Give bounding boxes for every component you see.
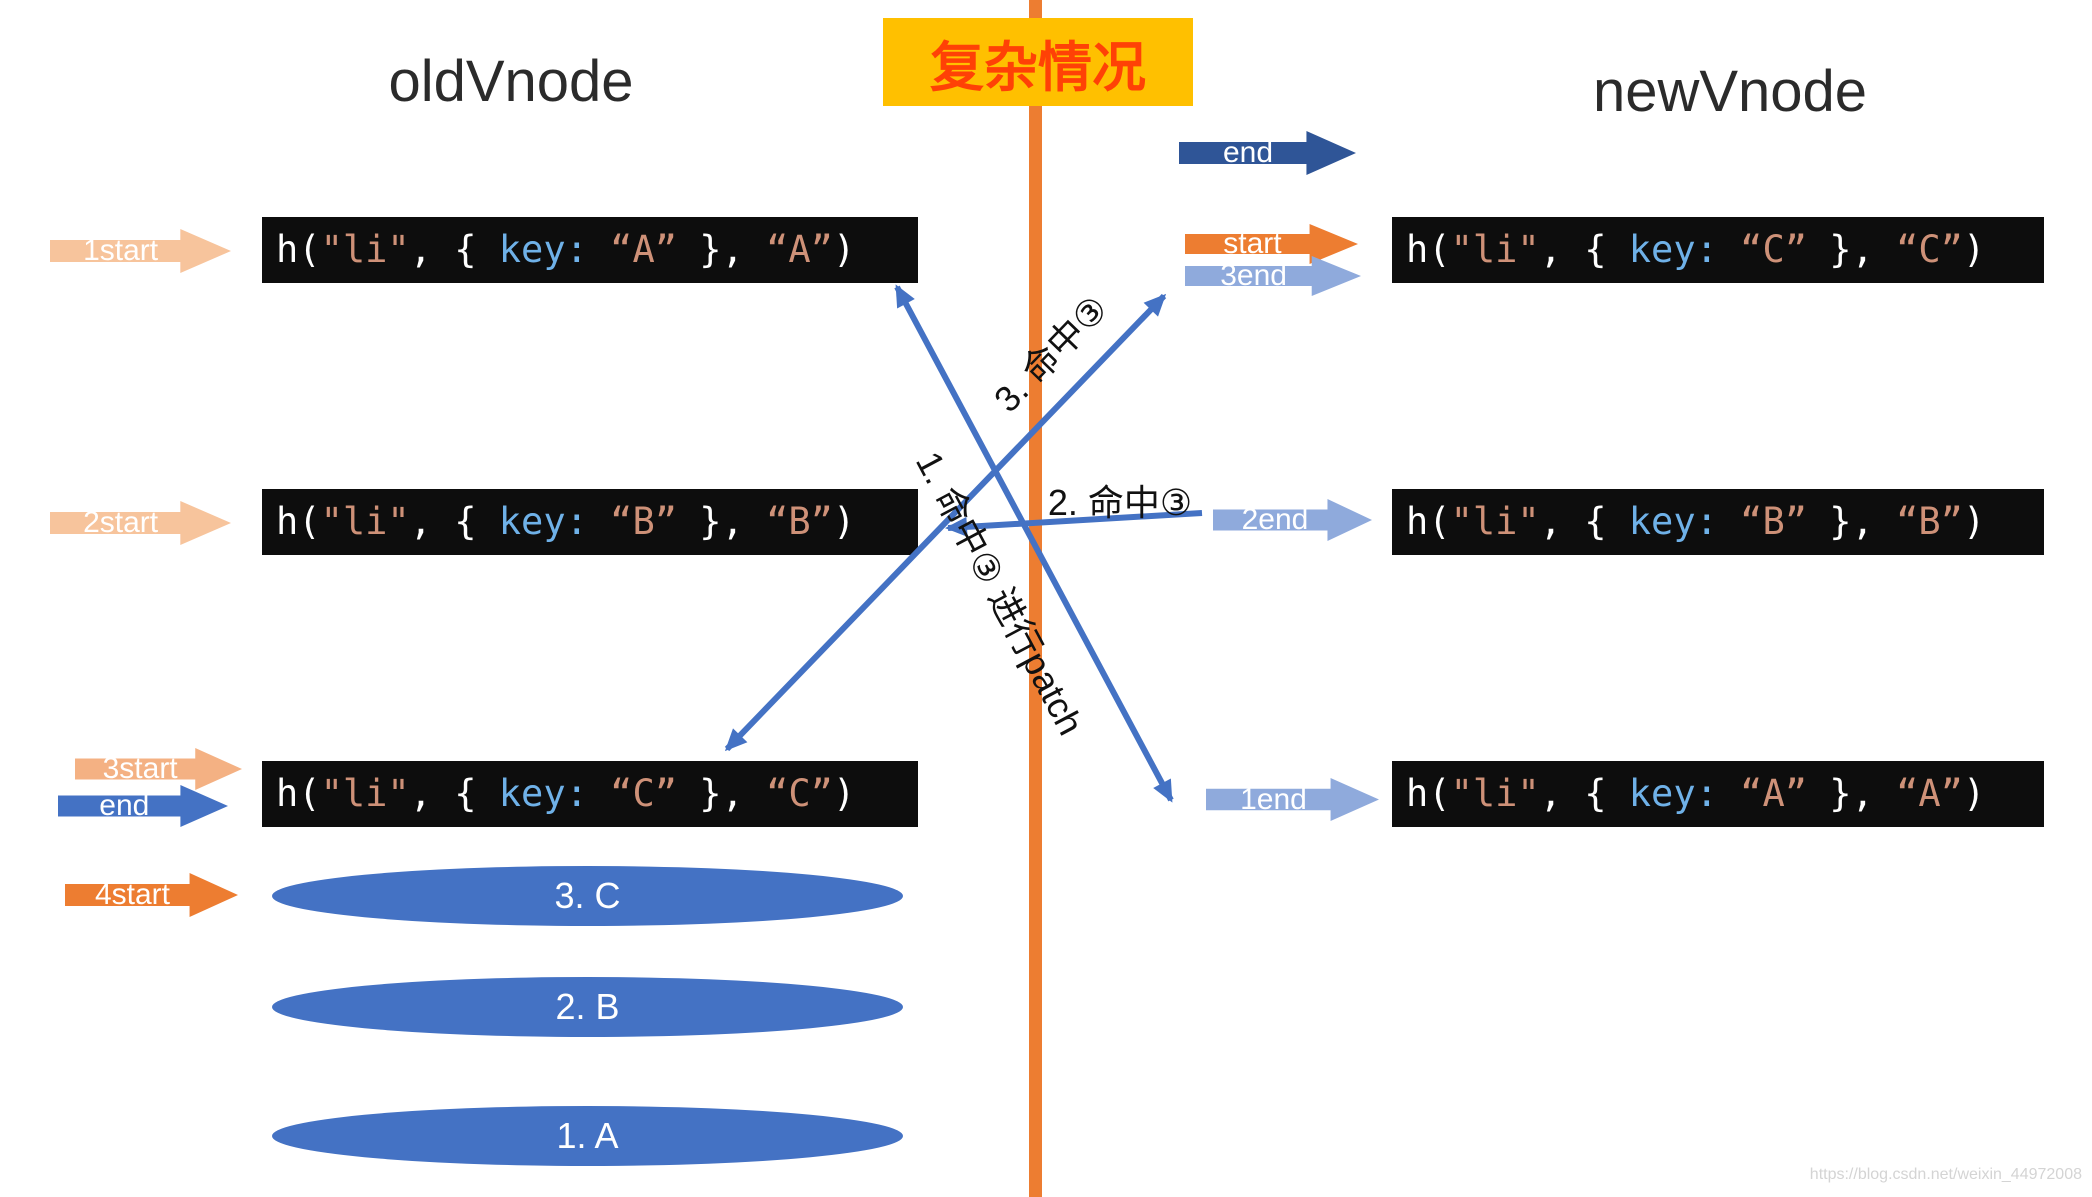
arrow-label: start bbox=[1223, 227, 1282, 260]
code-token: , { bbox=[409, 500, 499, 543]
code-token: h( bbox=[1406, 500, 1451, 543]
result-ellipse-1a: 1. A bbox=[272, 1106, 903, 1166]
code-token-text: “C” bbox=[1896, 228, 1963, 271]
title-old-vnode: oldVnode bbox=[388, 49, 634, 114]
code-block-old-a: h("li", { key: “A” }, “A”) bbox=[262, 217, 918, 283]
code-token-text: “A” bbox=[1896, 772, 1963, 815]
title-new-vnode: newVnode bbox=[1592, 59, 1868, 124]
code-token-keyval: “A” bbox=[1740, 772, 1807, 815]
result-ellipse-2b: 2. B bbox=[272, 977, 903, 1037]
arrow-shape bbox=[1185, 224, 1358, 264]
arrow-shape bbox=[58, 785, 228, 827]
code-token-keyval: “B” bbox=[1740, 500, 1807, 543]
result-label: 1. A bbox=[556, 1115, 619, 1156]
code-token: }, bbox=[1807, 772, 1897, 815]
code-token: h( bbox=[276, 228, 321, 271]
arrow-shape bbox=[1185, 256, 1361, 296]
code-token: }, bbox=[1807, 500, 1897, 543]
code-token: ) bbox=[1962, 228, 1986, 271]
arrow-3end: 3end bbox=[1185, 256, 1361, 296]
banner-complex-case: 复杂情况 bbox=[883, 18, 1193, 106]
code-token-text: “A” bbox=[766, 228, 833, 271]
arrow-3start: 3start bbox=[75, 748, 242, 790]
arrow-label: 4start bbox=[94, 878, 170, 911]
code-block-new-c: h("li", { key: “C” }, “C”) bbox=[1392, 217, 2044, 283]
code-token-tag: "li" bbox=[320, 228, 410, 271]
code-token: ) bbox=[1962, 772, 1986, 815]
code-token: }, bbox=[1807, 228, 1897, 271]
arrow-end-right: end bbox=[1179, 131, 1356, 175]
code-token-tag: "li" bbox=[320, 772, 410, 815]
code-token: h( bbox=[276, 500, 321, 543]
code-token-text: “B” bbox=[1896, 500, 1963, 543]
arrow-label: end bbox=[99, 789, 150, 822]
code-token-tag: "li" bbox=[320, 500, 410, 543]
code-token: , { bbox=[1539, 228, 1629, 271]
arrow-shape bbox=[1179, 131, 1356, 175]
code-token: , { bbox=[1539, 772, 1629, 815]
code-block-old-c: h("li", { key: “C” }, “C”) bbox=[262, 761, 918, 827]
arrow-label: 1start bbox=[83, 234, 159, 267]
arrow-shape bbox=[75, 748, 242, 790]
code-token-tag: "li" bbox=[1450, 500, 1540, 543]
code-token-key: key: bbox=[1628, 772, 1741, 815]
arrow-shape bbox=[1206, 778, 1379, 821]
code-token: ) bbox=[832, 500, 856, 543]
code-token: ) bbox=[1962, 500, 1986, 543]
code-token-key: key: bbox=[1628, 228, 1741, 271]
arrow-start-right: start bbox=[1185, 224, 1358, 264]
code-token: }, bbox=[677, 500, 767, 543]
code-token: }, bbox=[677, 228, 767, 271]
arrow-label: end bbox=[1222, 136, 1274, 169]
code-token-text: “C” bbox=[766, 772, 833, 815]
result-ellipse-3c: 3. C bbox=[272, 866, 903, 926]
arrow-1start: 1start bbox=[50, 229, 231, 273]
code-token: , { bbox=[1539, 500, 1629, 543]
code-token-tag: "li" bbox=[1450, 228, 1540, 271]
annotation-step3: 3. 命中③ bbox=[985, 287, 1116, 420]
code-token: }, bbox=[677, 772, 767, 815]
watermark: https://blog.csdn.net/weixin_44972008 bbox=[1809, 1166, 2082, 1183]
arrow-label: 3end bbox=[1220, 259, 1287, 292]
code-token-text: “B” bbox=[766, 500, 833, 543]
code-token-keyval: “C” bbox=[1740, 228, 1807, 271]
arrow-shape bbox=[65, 873, 238, 917]
code-token-keyval: “C” bbox=[610, 772, 677, 815]
result-label: 3. C bbox=[554, 875, 621, 916]
code-token: , { bbox=[409, 228, 499, 271]
arrow-label: 2start bbox=[83, 506, 159, 539]
code-token-key: key: bbox=[1628, 500, 1741, 543]
arrow-label: 1end bbox=[1240, 782, 1307, 816]
arrow-2end: 2end bbox=[1213, 499, 1372, 541]
arrow-shape bbox=[50, 229, 231, 273]
banner-label: 复杂情况 bbox=[930, 37, 1146, 98]
arrow-2start: 2start bbox=[50, 501, 231, 545]
code-token: h( bbox=[1406, 772, 1451, 815]
code-block-old-b: h("li", { key: “B” }, “B”) bbox=[262, 489, 918, 555]
code-token-keyval: “B” bbox=[610, 500, 677, 543]
annotation-step2: 2. 命中③ bbox=[1047, 482, 1193, 523]
code-token: h( bbox=[276, 772, 321, 815]
code-token-key: key: bbox=[498, 228, 611, 271]
code-block-new-a: h("li", { key: “A” }, “A”) bbox=[1392, 761, 2044, 827]
code-token-key: key: bbox=[498, 772, 611, 815]
arrow-label: 3start bbox=[102, 752, 178, 785]
code-token: ) bbox=[832, 772, 856, 815]
code-block-new-b: h("li", { key: “B” }, “B”) bbox=[1392, 489, 2044, 555]
code-token-key: key: bbox=[498, 500, 611, 543]
code-token-tag: "li" bbox=[1450, 772, 1540, 815]
arrow-end-left: end bbox=[58, 785, 228, 827]
result-label: 2. B bbox=[555, 986, 620, 1027]
arrow-4start: 4start bbox=[65, 873, 238, 917]
code-token: h( bbox=[1406, 228, 1451, 271]
code-token: , { bbox=[409, 772, 499, 815]
arrow-1end: 1end bbox=[1206, 778, 1379, 821]
code-token-keyval: “A” bbox=[610, 228, 677, 271]
arrow-label: 2end bbox=[1241, 503, 1309, 536]
arrow-shape bbox=[50, 501, 231, 545]
arrow-shape bbox=[1213, 499, 1372, 541]
code-token: ) bbox=[832, 228, 856, 271]
